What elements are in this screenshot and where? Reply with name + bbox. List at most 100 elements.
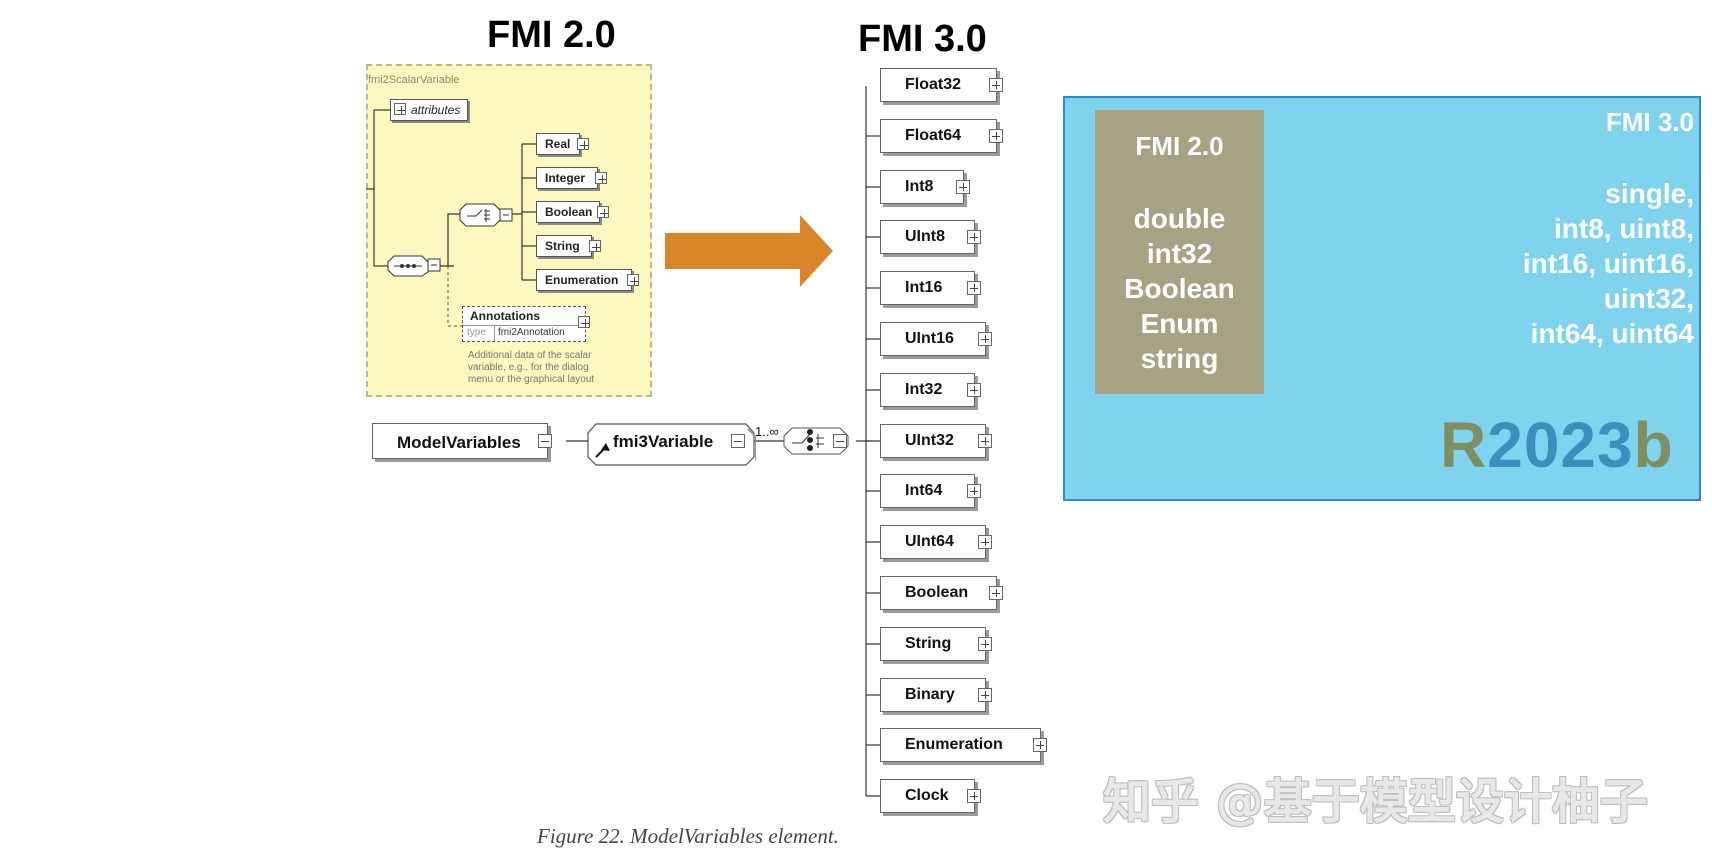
model-variables-label: ModelVariables — [397, 433, 521, 452]
expand-icon[interactable] — [989, 586, 1003, 600]
fmi3-type-label: UInt32 — [905, 432, 954, 449]
fmi3-type-int32[interactable]: Int32 — [880, 373, 975, 407]
fmi2-types-box — [1095, 110, 1264, 394]
fmi3-heading: FMI 3.0 — [858, 18, 987, 60]
annotations-box[interactable]: Annotations type fmi2Annotation — [462, 306, 590, 342]
fmi2-type-label: String — [545, 239, 580, 253]
collapse-icon[interactable] — [833, 434, 847, 448]
fmi2-type-label: Boolean — [545, 205, 593, 219]
fmi2-type-item: Boolean — [1124, 273, 1235, 304]
fmi3-type-string[interactable]: String — [880, 627, 986, 661]
fmi3-type-int16[interactable]: Int16 — [880, 271, 975, 305]
expand-icon[interactable] — [967, 281, 981, 295]
fmi3-type-item: int8, uint8, — [1554, 213, 1694, 244]
fmi2-type-integer[interactable]: Integer — [536, 167, 607, 189]
fmi3-type-label: Int32 — [905, 381, 943, 398]
fmi3-type-label: UInt8 — [905, 228, 945, 245]
annotations-note: Additional data of the scalar variable, … — [468, 350, 594, 386]
fmi3-type-label: Int64 — [905, 482, 943, 499]
transition-arrow-icon — [665, 215, 833, 287]
expand-icon[interactable] — [589, 240, 601, 252]
fmi3-type-enumeration[interactable]: Enumeration — [880, 728, 1041, 762]
fmi2-type-label: Enumeration — [545, 273, 619, 287]
fmi3-type-int8[interactable]: Int8 — [880, 170, 964, 204]
fmi3-types-list: single, int8, uint8, int16, uint16, uint… — [1523, 176, 1694, 351]
fmi2-type-real[interactable]: Real — [536, 133, 589, 155]
fmi3-type-uint16[interactable]: UInt16 — [880, 322, 986, 356]
expand-icon[interactable] — [978, 535, 992, 549]
fmi2-types-title: FMI 2.0 — [1135, 131, 1224, 161]
expand-icon[interactable] — [956, 180, 970, 194]
fmi3-type-boolean[interactable]: Boolean — [880, 576, 997, 610]
expand-icon[interactable] — [595, 172, 607, 184]
fmi3-type-label: Float64 — [905, 127, 962, 144]
fmi3-type-uint8[interactable]: UInt8 — [880, 220, 975, 254]
collapse-icon[interactable] — [731, 434, 745, 448]
expand-icon[interactable] — [627, 274, 639, 286]
expand-icon[interactable] — [978, 637, 992, 651]
expand-icon[interactable] — [967, 484, 981, 498]
annotations-label: Annotations — [470, 309, 540, 323]
fmi3-variable-shape[interactable] — [586, 421, 756, 467]
fmi3-type-label: Boolean — [905, 584, 969, 601]
expand-icon[interactable] — [967, 789, 981, 803]
annotations-type-value: fmi2Annotation — [498, 327, 565, 338]
expand-icon[interactable] — [978, 434, 992, 448]
note-line: menu or the graphical layout — [468, 374, 595, 385]
expand-icon[interactable] — [978, 332, 992, 346]
fmi3-root-connector-lines — [566, 427, 870, 455]
fmi2-type-string[interactable]: String — [536, 235, 601, 257]
fmi2-panel-label: fmi2ScalarVariable — [368, 74, 460, 86]
expand-icon[interactable] — [989, 78, 1003, 92]
fmi3-type-uint64[interactable]: UInt64 — [880, 525, 986, 559]
fmi2-heading: FMI 2.0 — [487, 14, 616, 56]
note-line: Additional data of the scalar — [468, 350, 592, 361]
fmi2-connector-lines — [366, 109, 536, 327]
fmi3-type-binary[interactable]: Binary — [880, 678, 986, 712]
fmi2-type-item: int32 — [1146, 238, 1213, 269]
expand-icon[interactable] — [978, 688, 992, 702]
annotations-type-key: type — [467, 327, 486, 338]
fmi3-type-connector-lines — [865, 86, 880, 797]
release-prefix: R — [1440, 409, 1488, 481]
fmi3-type-label: Binary — [905, 686, 955, 703]
expand-icon[interactable] — [578, 316, 590, 328]
fmi3-type-uint32[interactable]: UInt32 — [880, 424, 986, 458]
expand-icon[interactable] — [967, 383, 981, 397]
collapse-icon[interactable] — [538, 434, 552, 448]
fmi3-type-label: Enumeration — [905, 736, 1003, 753]
fmi2-type-enumeration[interactable]: Enumeration — [536, 269, 639, 291]
fmi3-type-label: Float32 — [905, 76, 962, 93]
figure-caption: Figure 22. ModelVariables element. — [537, 824, 839, 848]
fmi3-type-int64[interactable]: Int64 — [880, 474, 975, 508]
note-line: variable, e.g., for the dialog — [468, 362, 589, 373]
fmi2-type-label: Integer — [545, 171, 586, 185]
expand-icon[interactable] — [597, 206, 609, 218]
fmi3-type-label: String — [905, 635, 952, 652]
fmi3-type-item: int64, uint64 — [1530, 318, 1694, 349]
fmi3-type-clock[interactable]: Clock — [880, 779, 975, 813]
fmi2-type-item: string — [1140, 343, 1219, 374]
model-variables-box[interactable]: ModelVariables — [372, 423, 548, 459]
fmi3-type-label: Clock — [905, 787, 949, 804]
expand-icon[interactable] — [989, 129, 1003, 143]
fmi3-type-label: UInt16 — [905, 330, 954, 347]
expand-icon[interactable] — [1033, 738, 1047, 752]
fmi3-type-float64[interactable]: Float64 — [880, 119, 997, 153]
fmi2-type-label: Real — [545, 137, 571, 151]
attributes-box[interactable]: attributes — [390, 99, 468, 121]
multiplicity-label: 1..∞ — [755, 424, 779, 439]
fmi2-type-boolean[interactable]: Boolean — [536, 201, 609, 223]
fmi2-type-item: double — [1133, 203, 1226, 234]
fmi2-types-list: double int32 Boolean Enum string — [1095, 201, 1264, 376]
expand-icon[interactable] — [967, 230, 981, 244]
fmi3-type-item: single, — [1605, 178, 1694, 209]
fmi3-type-float32[interactable]: Float32 — [880, 68, 997, 102]
fmi3-type-label: UInt64 — [905, 533, 954, 550]
expand-icon[interactable] — [577, 138, 589, 150]
fmi2-type-item: Enum — [1140, 308, 1219, 339]
attributes-label: attributes — [411, 103, 461, 117]
release-badge: R2023b — [1440, 408, 1674, 482]
fmi3-type-item: int16, uint16, — [1522, 248, 1694, 279]
expand-icon[interactable] — [394, 103, 406, 115]
